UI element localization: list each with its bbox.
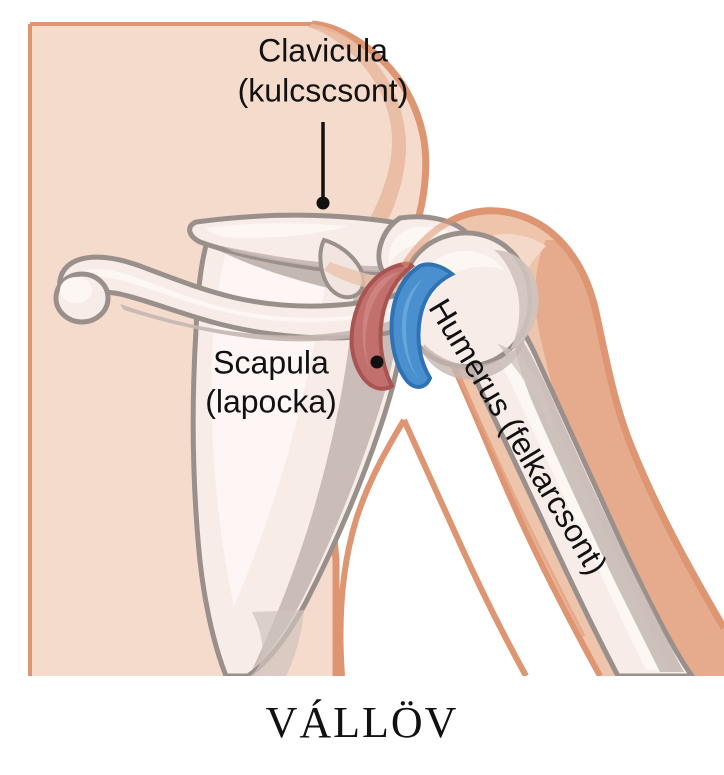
scapula-label-line1: Scapula [213,344,329,380]
glenohumeral-joint [349,261,456,391]
axilla-left-outline [337,418,407,676]
clavicle-sternal-highlight [60,277,92,303]
figure-title: VÁLLÖV [266,698,459,747]
humerus-bicipital-groove [498,344,552,430]
glenoid-red-highlight [362,272,400,370]
arm-posterior-shade [535,240,724,676]
label-scapula: Scapula (lapocka) [205,344,337,419]
axilla-right-outline [401,418,529,676]
clavicula-label-line1: Clavicula [258,32,388,68]
label-clavicula: Clavicula (kulcscsont) [238,32,409,108]
clavicula-leader [316,122,330,210]
humeral-neck-shade [422,336,526,380]
neck-shadow [308,24,406,232]
scapula-inferior-angle [250,610,304,676]
spine-highlight [206,223,348,238]
clavicula-leader-dot [316,196,330,210]
illustration-group [28,20,724,676]
deltoid-contour [401,207,600,313]
scapula-label-line2: (lapocka) [205,383,337,419]
humeral-cartilage-highlight [402,278,424,378]
axilla-gap [340,420,526,676]
greater-tubercle-shade [494,250,539,350]
clavicula-label-line2: (kulcscsont) [238,72,409,108]
glenohumeral-joint-dot [370,355,384,369]
clavicle-highlight [78,269,426,322]
humerus-shaft-shade [512,330,684,672]
